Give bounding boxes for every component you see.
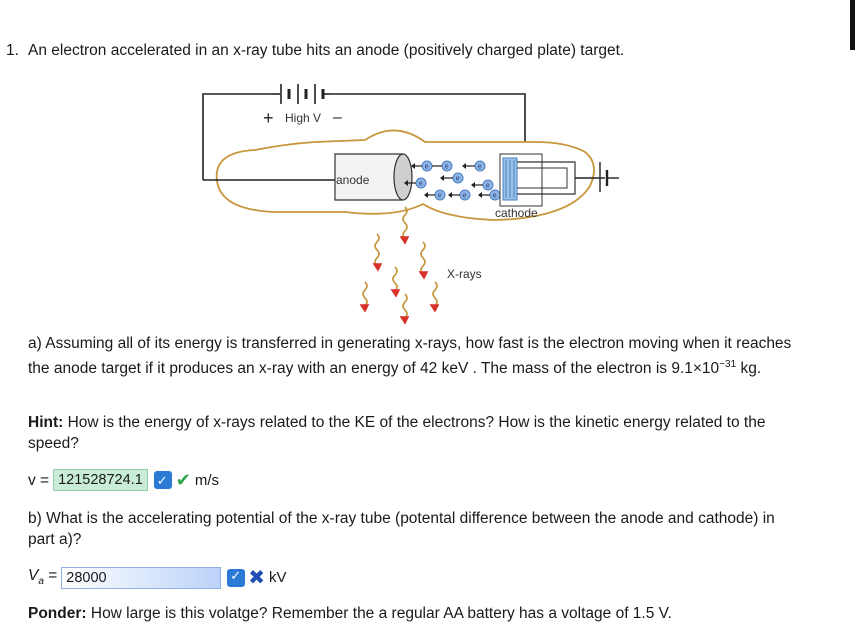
part-a-text-end: kg. xyxy=(736,360,762,378)
electron-icon: e xyxy=(471,179,494,191)
ponder: Ponder: How large is this volatge? Remem… xyxy=(28,603,828,624)
correct-check-icon: ✔ xyxy=(175,469,191,490)
part-a-question: a) Assuming all of its energy is transfe… xyxy=(28,333,798,379)
circuit-wire-right xyxy=(330,93,526,157)
xray-wave-icon xyxy=(402,206,408,240)
electron-symbol: e xyxy=(445,163,449,170)
xray-wave-icon xyxy=(432,281,438,307)
incorrect-x-icon: ✖ xyxy=(248,567,266,589)
electron-symbol: e xyxy=(419,180,423,187)
ponder-label: Ponder: xyxy=(28,605,87,622)
battery-plus: + xyxy=(263,108,274,128)
xray-emission xyxy=(359,206,440,325)
xray-wave-icon xyxy=(362,281,368,307)
answer-b-value: 28000 xyxy=(66,569,107,586)
part-a-text: a) Assuming all of its energy is transfe… xyxy=(28,335,792,378)
answer-b-label-sub: a xyxy=(38,576,44,588)
answer-a-field[interactable]: 121528724.1 xyxy=(53,469,148,491)
answer-b-label: Va = xyxy=(28,567,57,587)
answer-row-b: Va = 28000 ✖ kV xyxy=(28,565,287,590)
cathode-coil-icon xyxy=(499,153,619,207)
answer-a-label: v = xyxy=(28,471,50,489)
hint: Hint: How is the energy of x-rays relate… xyxy=(28,412,798,454)
xray-wave-icon xyxy=(392,266,398,292)
anode-icon xyxy=(334,153,413,201)
part-a-exponent: −31 xyxy=(719,359,737,370)
electron-icon: e xyxy=(462,160,486,172)
answer-row-a: v = 121528724.1 ✔ m/s xyxy=(28,469,219,491)
answer-a-unit: m/s xyxy=(194,471,220,489)
battery-icon xyxy=(273,84,330,104)
electron-symbol: e xyxy=(456,175,460,182)
window-edge xyxy=(850,0,855,50)
question-title: An electron accelerated in an x-ray tube… xyxy=(28,42,625,59)
electron-symbol: e xyxy=(425,163,429,170)
xray-wave-icon xyxy=(402,293,408,319)
electron-icon: e xyxy=(404,177,427,189)
hint-text: How is the energy of x-rays related to t… xyxy=(28,414,766,452)
battery-label: High V xyxy=(285,111,321,125)
electron-symbol: e xyxy=(478,163,482,170)
answer-b-label-eq: = xyxy=(43,567,58,585)
battery-minus: – xyxy=(333,109,342,126)
xray-tube-diagram: + High V – anode e e e e e e e e e catho… xyxy=(202,84,619,325)
electron-symbol: e xyxy=(486,182,490,189)
answer-a-value: 121528724.1 xyxy=(58,471,143,488)
part-b-question: b) What is the accelerating potential of… xyxy=(28,510,775,548)
question-number: 1. xyxy=(6,42,19,59)
electron-beam: e e e e e e e e e xyxy=(404,160,501,201)
electron-symbol: e xyxy=(438,192,442,199)
cathode-label: cathode xyxy=(495,206,538,220)
answer-a-edit-icon[interactable] xyxy=(153,470,172,491)
electron-icon: e xyxy=(440,172,464,184)
xrays-label: X-rays xyxy=(447,267,482,281)
electron-icon: e xyxy=(432,160,453,172)
xray-wave-icon xyxy=(420,241,426,275)
anode-label: anode xyxy=(336,173,370,187)
electron-symbol: e xyxy=(493,192,497,199)
electron-icon: e xyxy=(424,189,446,201)
electron-symbol: e xyxy=(463,192,467,199)
answer-b-field[interactable]: 28000 xyxy=(61,566,222,589)
circuit-wire xyxy=(202,93,273,180)
xray-wave-icon xyxy=(374,233,380,267)
answer-b-unit: kV xyxy=(269,569,287,586)
electron-icon: e xyxy=(448,189,471,201)
hint-label: Hint: xyxy=(28,414,64,431)
answer-b-label-main: V xyxy=(28,567,39,585)
answer-b-edit-icon[interactable] xyxy=(227,568,246,587)
ponder-text: How large is this volatge? Remember the … xyxy=(86,605,672,622)
